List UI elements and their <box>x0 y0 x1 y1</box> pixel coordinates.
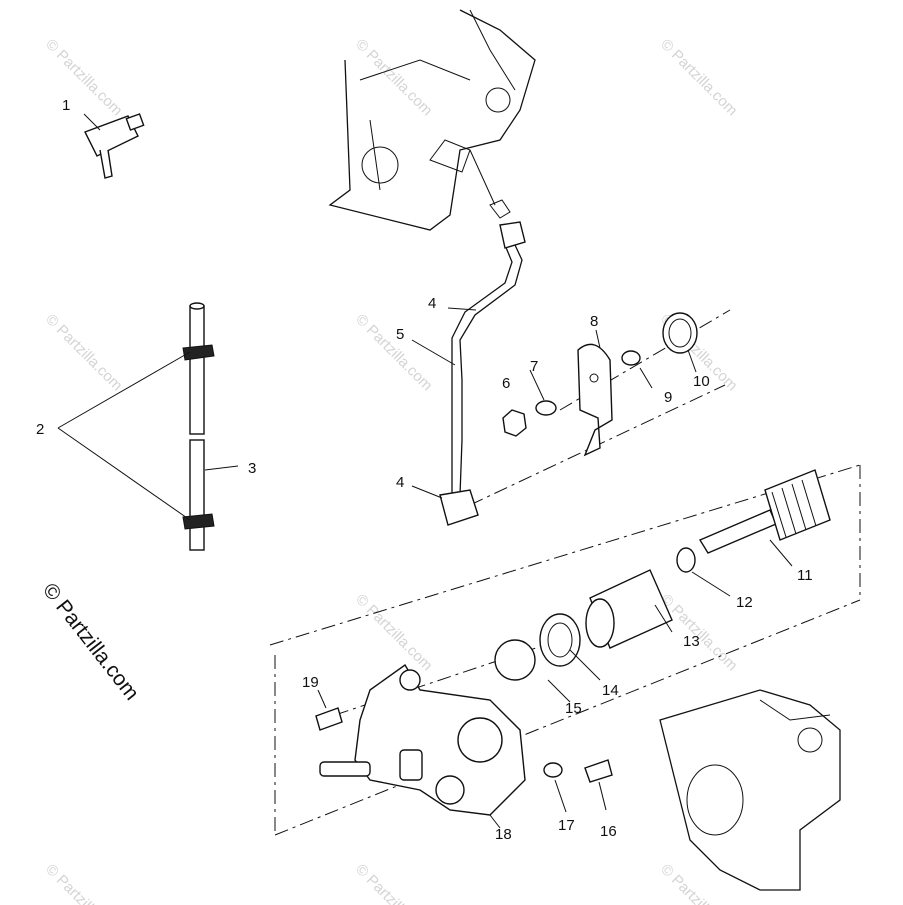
callout-12: 12 <box>736 594 753 611</box>
callout-6: 6 <box>502 375 510 392</box>
watermark: © Partzilla.com <box>42 861 125 905</box>
side-watermark: © Partzilla.com <box>38 579 143 705</box>
callout-2: 2 <box>36 421 44 438</box>
oil-pump-18 <box>319 663 526 829</box>
callout-15: 15 <box>565 700 582 717</box>
watermark: © Partzilla.com <box>352 311 435 394</box>
callout-1: 1 <box>62 97 70 114</box>
engine-casting <box>328 9 536 231</box>
cable-assembly <box>411 199 526 526</box>
watermark: © Partzilla.com <box>657 861 740 905</box>
hose-assembly <box>57 302 239 551</box>
callout-labels: 1 2 3 4 5 4 6 7 8 9 10 11 12 13 14 15 16… <box>36 97 813 843</box>
callout-5: 5 <box>396 326 404 343</box>
fasteners <box>315 689 613 813</box>
watermark: © Partzilla.com <box>657 36 740 119</box>
pump-internals <box>494 547 731 703</box>
callout-4b: 4 <box>396 474 404 491</box>
watermark: © Partzilla.com <box>352 36 435 119</box>
watermark: © Partzilla.com <box>42 311 125 394</box>
callout-10: 10 <box>693 373 710 390</box>
callout-17: 17 <box>558 817 575 834</box>
callout-13: 13 <box>683 633 700 650</box>
callout-8: 8 <box>590 313 598 330</box>
callout-4: 4 <box>428 295 436 312</box>
callout-19: 19 <box>302 674 319 691</box>
gear-shaft-11 <box>698 469 831 567</box>
watermark: © Partzilla.com <box>352 591 435 674</box>
linkage-group <box>502 312 698 457</box>
callout-3: 3 <box>248 460 256 477</box>
watermark: © Partzilla.com <box>352 861 435 905</box>
callout-18: 18 <box>495 826 512 843</box>
callout-9: 9 <box>664 389 672 406</box>
callout-14: 14 <box>602 682 619 699</box>
callout-7: 7 <box>530 358 538 375</box>
callout-11: 11 <box>797 567 813 584</box>
crankcase <box>659 689 841 891</box>
callout-16: 16 <box>600 823 617 840</box>
watermark: © Partzilla.com <box>42 36 125 119</box>
part-fitting-1 <box>83 113 145 179</box>
